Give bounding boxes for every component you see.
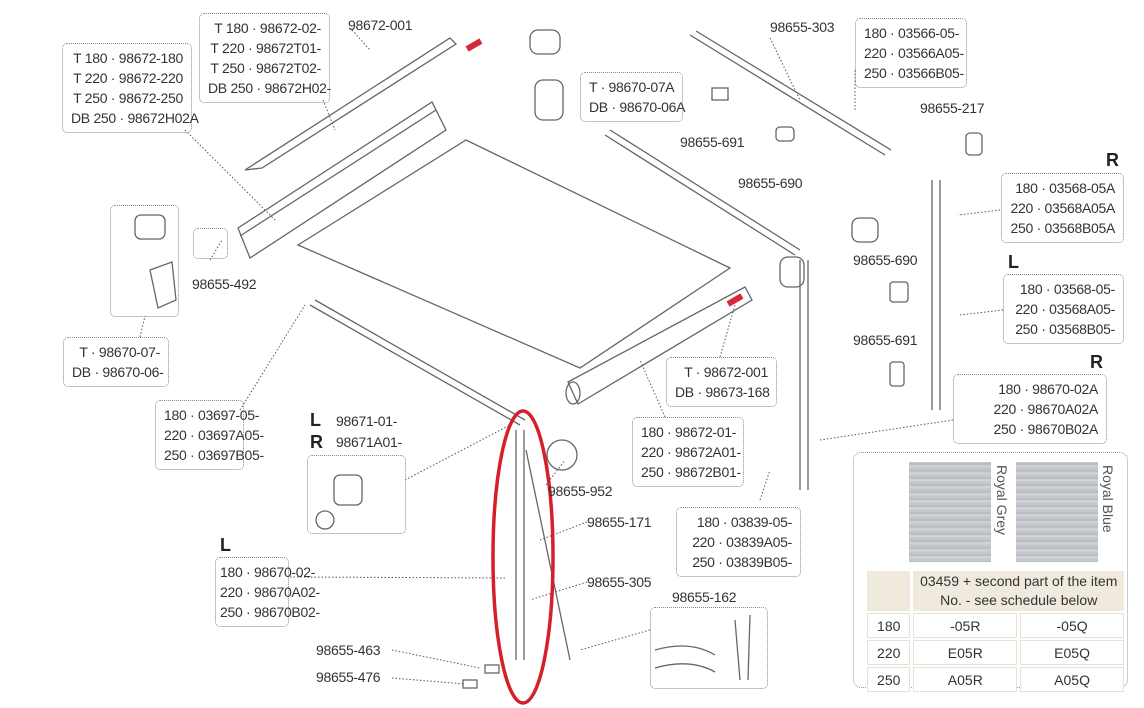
part-label-463: 98655-463 xyxy=(316,642,381,658)
schedule-header: 03459 + second part of the item No. - se… xyxy=(913,571,1124,611)
left-arm-callout: 180 · 03697-05- 220 · 03697A05- 250 · 03… xyxy=(155,400,264,470)
joint-left-label: 98671-01- xyxy=(336,413,398,429)
top-cover-part xyxy=(244,37,458,171)
part-label-492: 98655-492 xyxy=(192,276,257,292)
left-endcap-callout: T · 98670-07- DB · 98670-06- xyxy=(63,337,169,387)
front-bar-callout: 180 · 98672-01- 220 · 98672A01- 250 · 98… xyxy=(632,417,744,487)
leader-lines xyxy=(139,29,1004,685)
part-label-690: 98655-690 xyxy=(853,252,918,268)
front-cover-callout: T 180 · 98672-02- T 220 · 98672T01- T 25… xyxy=(199,13,331,103)
side-right-marker: R xyxy=(1106,150,1119,170)
table-row: 250 A05R A05Q xyxy=(867,667,1124,692)
parts-linework xyxy=(134,29,983,689)
logo-part-label: 98672-001 xyxy=(348,17,413,33)
fabric-options-panel: Royal Grey Royal Blue 03459 + second par… xyxy=(853,452,1128,692)
part-label-690: 98655-690 xyxy=(738,175,803,191)
leg-left-part xyxy=(515,430,525,660)
leg-right-upper-callout: 180 · 03568-05A 220 · 03568A05A 250 · 03… xyxy=(1001,173,1124,243)
part-label-476: 98655-476 xyxy=(316,669,381,685)
part-label-305: 98655-305 xyxy=(587,574,652,590)
logo-mark xyxy=(726,293,744,307)
part-label-952: 98655-952 xyxy=(548,483,613,499)
side-left-marker: L xyxy=(310,410,321,430)
swatch-royal-grey xyxy=(909,462,991,562)
fabric-sheet-part xyxy=(296,139,732,369)
side-right-marker: R xyxy=(310,432,323,452)
tension-rod-part xyxy=(525,449,571,661)
joint-right-label: 98671A01- xyxy=(336,434,402,450)
left-endcap-part-box xyxy=(110,205,179,317)
part-label-691: 98655-691 xyxy=(853,332,918,348)
rafter-arm-top-part xyxy=(689,30,892,156)
bracket-part-box xyxy=(193,228,228,259)
part-label-171: 98655-171 xyxy=(587,514,652,530)
table-header-row: 03459 + second part of the item No. - se… xyxy=(867,571,1124,611)
swatch-label: Royal Grey xyxy=(994,465,1010,536)
rafter-arm-right-part xyxy=(604,129,801,256)
table-row: 220 E05R E05Q xyxy=(867,640,1124,665)
rafter-arm-callout: 180 · 03566-05- 220 · 03566A05- 250 · 03… xyxy=(855,18,967,88)
right-endcap-callout: T · 98670-07A DB · 98670-06A xyxy=(580,72,686,122)
front-bar-part xyxy=(567,286,753,405)
side-right-marker: R xyxy=(1090,352,1103,372)
joint-parts-box xyxy=(307,455,406,534)
logo-mark xyxy=(465,38,483,52)
fabric-schedule-table: 03459 + second part of the item No. - se… xyxy=(864,569,1127,694)
side-left-marker: L xyxy=(1008,252,1019,272)
leg-left-upper-callout: 180 · 03568-05- 220 · 03568A05- 250 · 03… xyxy=(1003,274,1124,344)
tie-down-kit-box xyxy=(650,607,768,689)
endcap-part xyxy=(529,29,561,55)
part-label-303: 98655-303 xyxy=(770,19,835,35)
foot-leg-callout: 180 · 03839-05- 220 · 03839A05- 250 · 03… xyxy=(676,507,801,577)
part-label-691: 98655-691 xyxy=(680,134,745,150)
leg-rear-right-part xyxy=(931,180,941,410)
swatch-label: Royal Blue xyxy=(1100,465,1116,533)
part-label-217: 98655-217 xyxy=(920,100,985,116)
leg-right-callout: 180 · 98670-02A 220 · 98670A02A 250 · 98… xyxy=(953,374,1107,444)
rafter-arm-left-part xyxy=(309,299,526,426)
side-left-marker: L xyxy=(220,535,231,555)
part-label-162: 98655-162 xyxy=(672,589,737,605)
swatch-royal-blue xyxy=(1016,462,1098,562)
awning-case-part xyxy=(237,101,447,259)
top-cover-callout: T 180 · 98672-180 T 220 · 98672-220 T 25… xyxy=(62,43,199,133)
leg-front-right-part xyxy=(799,260,809,490)
table-row: 180 -05R -05Q xyxy=(867,613,1124,638)
highlight-ellipse xyxy=(491,409,555,705)
leg-left-callout: 180 · 98670-02- 220 · 98670A02- 250 · 98… xyxy=(215,557,320,627)
front-bar-logo-callout: T · 98672-001 DB · 98673-168 xyxy=(666,357,777,407)
